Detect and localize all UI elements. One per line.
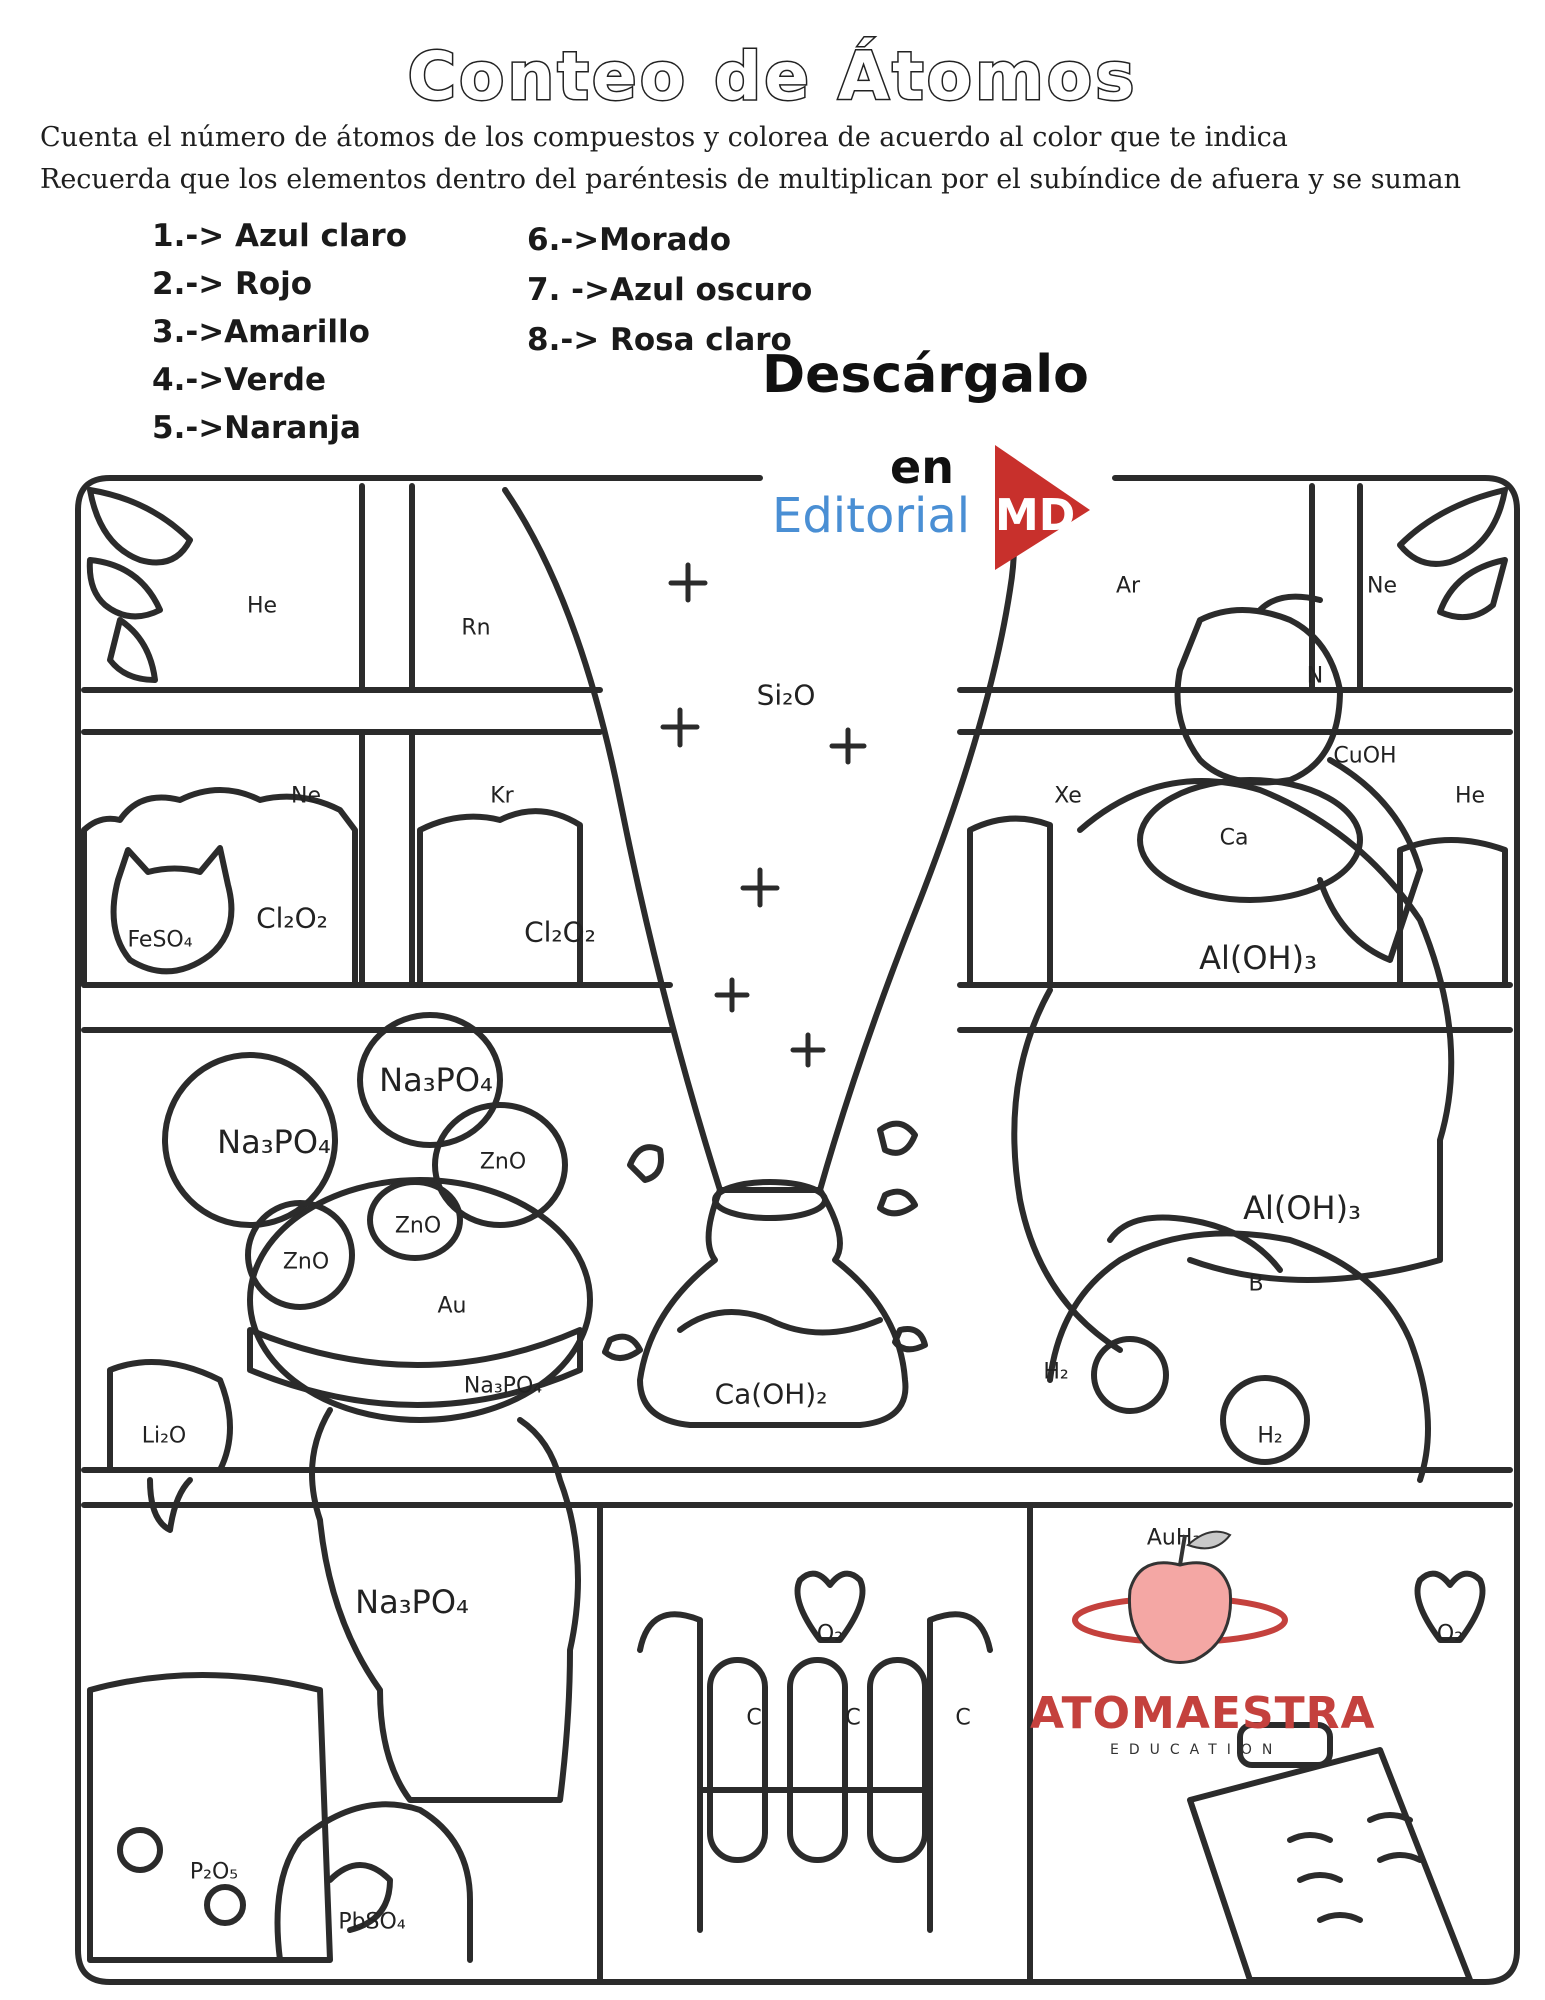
label-na3po4-d: Na₃PO₄ (355, 1583, 469, 1621)
legend-item-6: 6.->Morado (527, 222, 732, 258)
label-c-c: C (955, 1705, 971, 1731)
label-cl2o2-a: Cl₂O₂ (256, 901, 328, 935)
label-xe: Xe (1054, 783, 1082, 809)
label-o2-a: O₂ (816, 1621, 844, 1647)
legend-item-4: 4.->Verde (152, 362, 327, 398)
label-si2o: Si₂O (756, 678, 816, 712)
label-zno-c: ZnO (282, 1249, 330, 1275)
label-zno-a: ZnO (479, 1149, 527, 1175)
label-ne-top: Ne (1367, 573, 1397, 599)
label-h2-a: H₂ (1043, 1359, 1069, 1385)
editorial-brand-text[interactable]: Editorial (772, 488, 971, 544)
label-ca: Ca (1219, 825, 1249, 851)
label-kr: Kr (490, 783, 514, 809)
legend-item-3: 3.->Amarillo (152, 314, 370, 350)
download-promo-heading: Descárgalo (762, 345, 1089, 405)
download-promo-en: en (890, 440, 954, 494)
legend-item-7: 7. ->Azul oscuro (527, 272, 813, 308)
atomaestra-watermark-sub: EDUCATION (1110, 1742, 1283, 1758)
label-aloh3-b: Al(OH)₃ (1243, 1189, 1361, 1227)
legend-item-5: 5.->Naranja (152, 410, 361, 446)
atomaestra-watermark: ATOMAESTRA (1030, 1688, 1376, 1739)
label-rn: Rn (461, 615, 491, 641)
label-zno-b: ZnO (394, 1213, 442, 1239)
label-cl2o2-b: Cl₂O₂ (524, 915, 596, 949)
legend-item-2: 2.-> Rojo (152, 266, 313, 302)
md-logo-icon[interactable]: MD (985, 440, 1100, 575)
label-ar: Ar (1115, 573, 1141, 599)
legend-item-8: 8.-> Rosa claro (527, 322, 792, 358)
label-n: N (1306, 663, 1324, 689)
label-pbso4: PbSO₄ (338, 1909, 406, 1935)
label-caoh2: Ca(OH)₂ (714, 1377, 828, 1411)
label-ne-mid: Ne (291, 783, 321, 809)
instruction-line-2: Recuerda que los elementos dentro del pa… (40, 164, 1462, 195)
page-title: Conteo de Átomos (406, 37, 1138, 117)
label-li2o: Li₂O (141, 1423, 187, 1449)
instruction-line-1: Cuenta el número de átomos de los compue… (40, 122, 1288, 153)
label-na3po4-b: Na₃PO₄ (217, 1123, 331, 1161)
apple-planet-logo-icon (1072, 1530, 1288, 1664)
label-na3po4-a: Na₃PO₄ (379, 1061, 493, 1099)
label-he-mid: He (1454, 783, 1486, 809)
label-he-top: He (246, 593, 278, 619)
legend-item-1: 1.-> Azul claro (152, 218, 408, 254)
label-c-b: C (845, 1705, 861, 1731)
label-o2-b: O₂ (1436, 1621, 1464, 1647)
label-cuoh: CuOH (1333, 743, 1397, 769)
label-h2-b: H₂ (1257, 1423, 1283, 1449)
label-c-a: C (746, 1705, 762, 1731)
label-au: Au (437, 1293, 467, 1319)
label-aloh3-a: Al(OH)₃ (1199, 939, 1317, 977)
label-na3po4-c: Na₃PO₄ (463, 1373, 543, 1399)
label-feso4: FeSO₄ (127, 927, 193, 953)
md-logo-text: MD (995, 490, 1075, 541)
label-b: B (1248, 1271, 1264, 1297)
label-p2o5: P₂O₅ (189, 1859, 239, 1885)
